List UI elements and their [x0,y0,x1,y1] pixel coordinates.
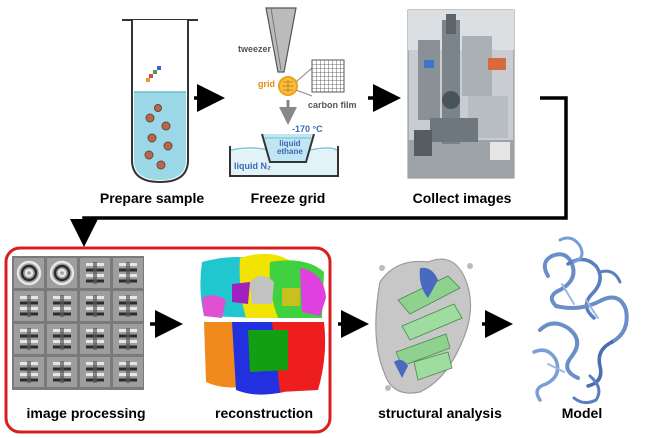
tweezer-label: tweezer [238,44,272,54]
caption-collect-images: Collect images [412,190,512,206]
tweezer-icon [265,7,297,73]
structural-analysis-map [375,258,473,394]
microscope-photo [407,9,515,179]
sample-particle [144,104,173,170]
caption-structural-analysis: structural analysis [378,405,502,421]
class-average-tile [80,258,110,288]
liquid-n2-label: liquid N₂ [234,161,271,171]
liquid-ethane-cup [261,133,315,163]
carbon-film-mesh-icon [311,59,345,93]
class-averages-grid [12,256,144,390]
reconstruction-map [200,253,326,395]
processing-highlight-box [4,246,332,434]
class-average-tile [80,291,110,321]
liquid-ethane-label: liquid ethane [277,139,303,156]
liquid-n2-bath [229,146,339,177]
ribbon-model [532,236,629,405]
caption-model: Model [561,405,603,421]
grid-label: grid [258,79,275,89]
class-average-tile [80,324,110,354]
class-average-tile [47,291,77,321]
freeze-grid-illustration [229,7,345,177]
class-average-tile [47,324,77,354]
class-average-tile [80,357,110,387]
class-average-tile [14,324,44,354]
temperature-label: -170 °C [292,124,323,134]
class-average-tile [47,258,77,288]
caption-prepare-sample: Prepare sample [99,190,205,206]
test-tube-illustration [122,19,198,184]
caption-image-processing: image processing [26,405,146,421]
falling-particles [146,66,161,82]
class-average-tile [14,357,44,387]
carbon-film-label: carbon film [308,100,357,110]
class-average-tile [14,291,44,321]
caption-freeze-grid: Freeze grid [250,190,326,206]
flow-arrows [70,84,568,338]
class-average-tile [113,324,143,354]
class-average-tile [113,357,143,387]
arrow-collect-to-processing [70,96,568,247]
class-average-tile [47,357,77,387]
class-average-tile [113,258,143,288]
class-average-tile [14,258,44,288]
caption-reconstruction: reconstruction [214,405,314,421]
class-average-tile [113,291,143,321]
